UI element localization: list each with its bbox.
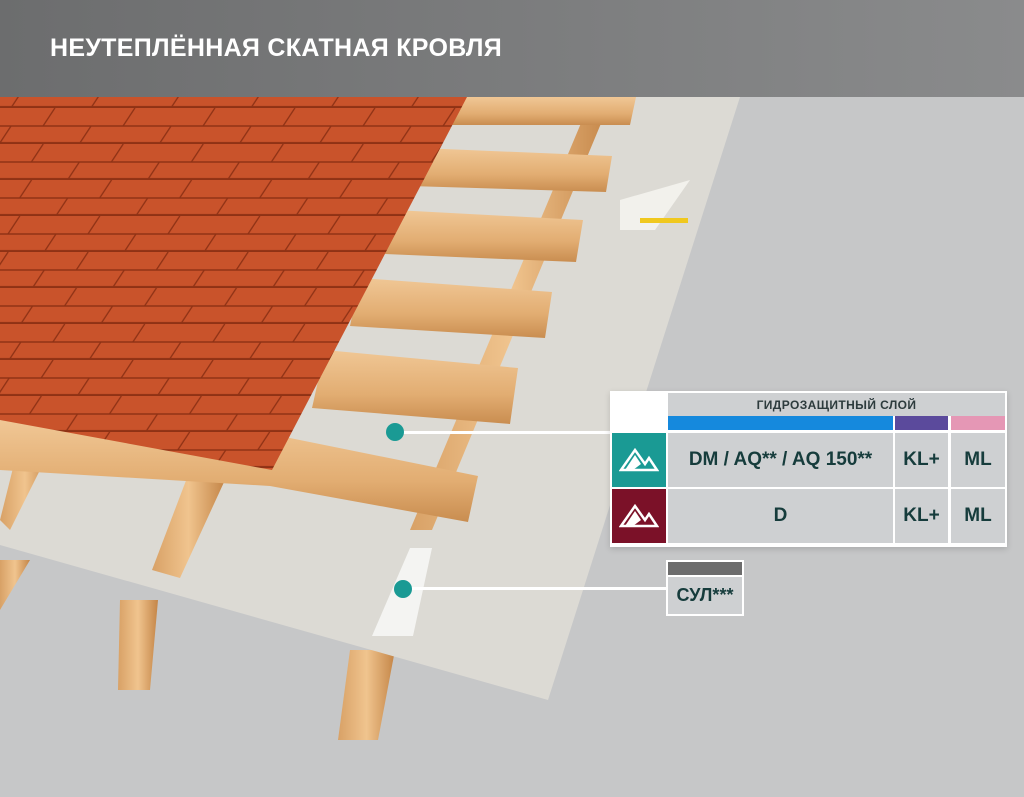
table-cell: DM / AQ** / AQ 150**: [668, 433, 893, 487]
bar-purple: [895, 416, 948, 430]
roof-tiles: [0, 97, 467, 470]
lower-rafters: [0, 560, 395, 740]
battens: [0, 97, 636, 522]
table-cell: ML: [951, 433, 1005, 487]
bar-pink: [951, 416, 1005, 430]
marker-tape: [394, 580, 412, 598]
table-cell: KL+: [895, 433, 948, 487]
table-header: ГИДРОЗАЩИТНЫЙ СЛОЙ: [668, 393, 1005, 416]
membrane-fold: [620, 180, 690, 230]
bar-blue: [668, 416, 893, 430]
tape-label: СУЛ***: [668, 577, 742, 614]
marker-membrane: [386, 423, 404, 441]
leader-line-membrane: [403, 431, 612, 434]
tape-label-box: СУЛ***: [666, 560, 744, 616]
page-title: НЕУТЕПЛЁННАЯ СКАТНАЯ КРОВЛЯ: [50, 34, 503, 62]
membrane-table: ГИДРОЗАЩИТНЫЙ СЛОЙ DM / AQ** / AQ 150** …: [610, 391, 1007, 547]
table-cell: D: [668, 489, 893, 543]
table-cell: ML: [951, 489, 1005, 543]
header-band: НЕУТЕПЛЁННАЯ СКАТНАЯ КРОВЛЯ: [0, 0, 1024, 97]
table-cell: KL+: [895, 489, 948, 543]
mountain-logo-icon: [612, 433, 666, 487]
tape-bar: [668, 562, 742, 575]
mountain-logo-icon: [612, 489, 666, 543]
leader-line-tape: [410, 587, 668, 590]
